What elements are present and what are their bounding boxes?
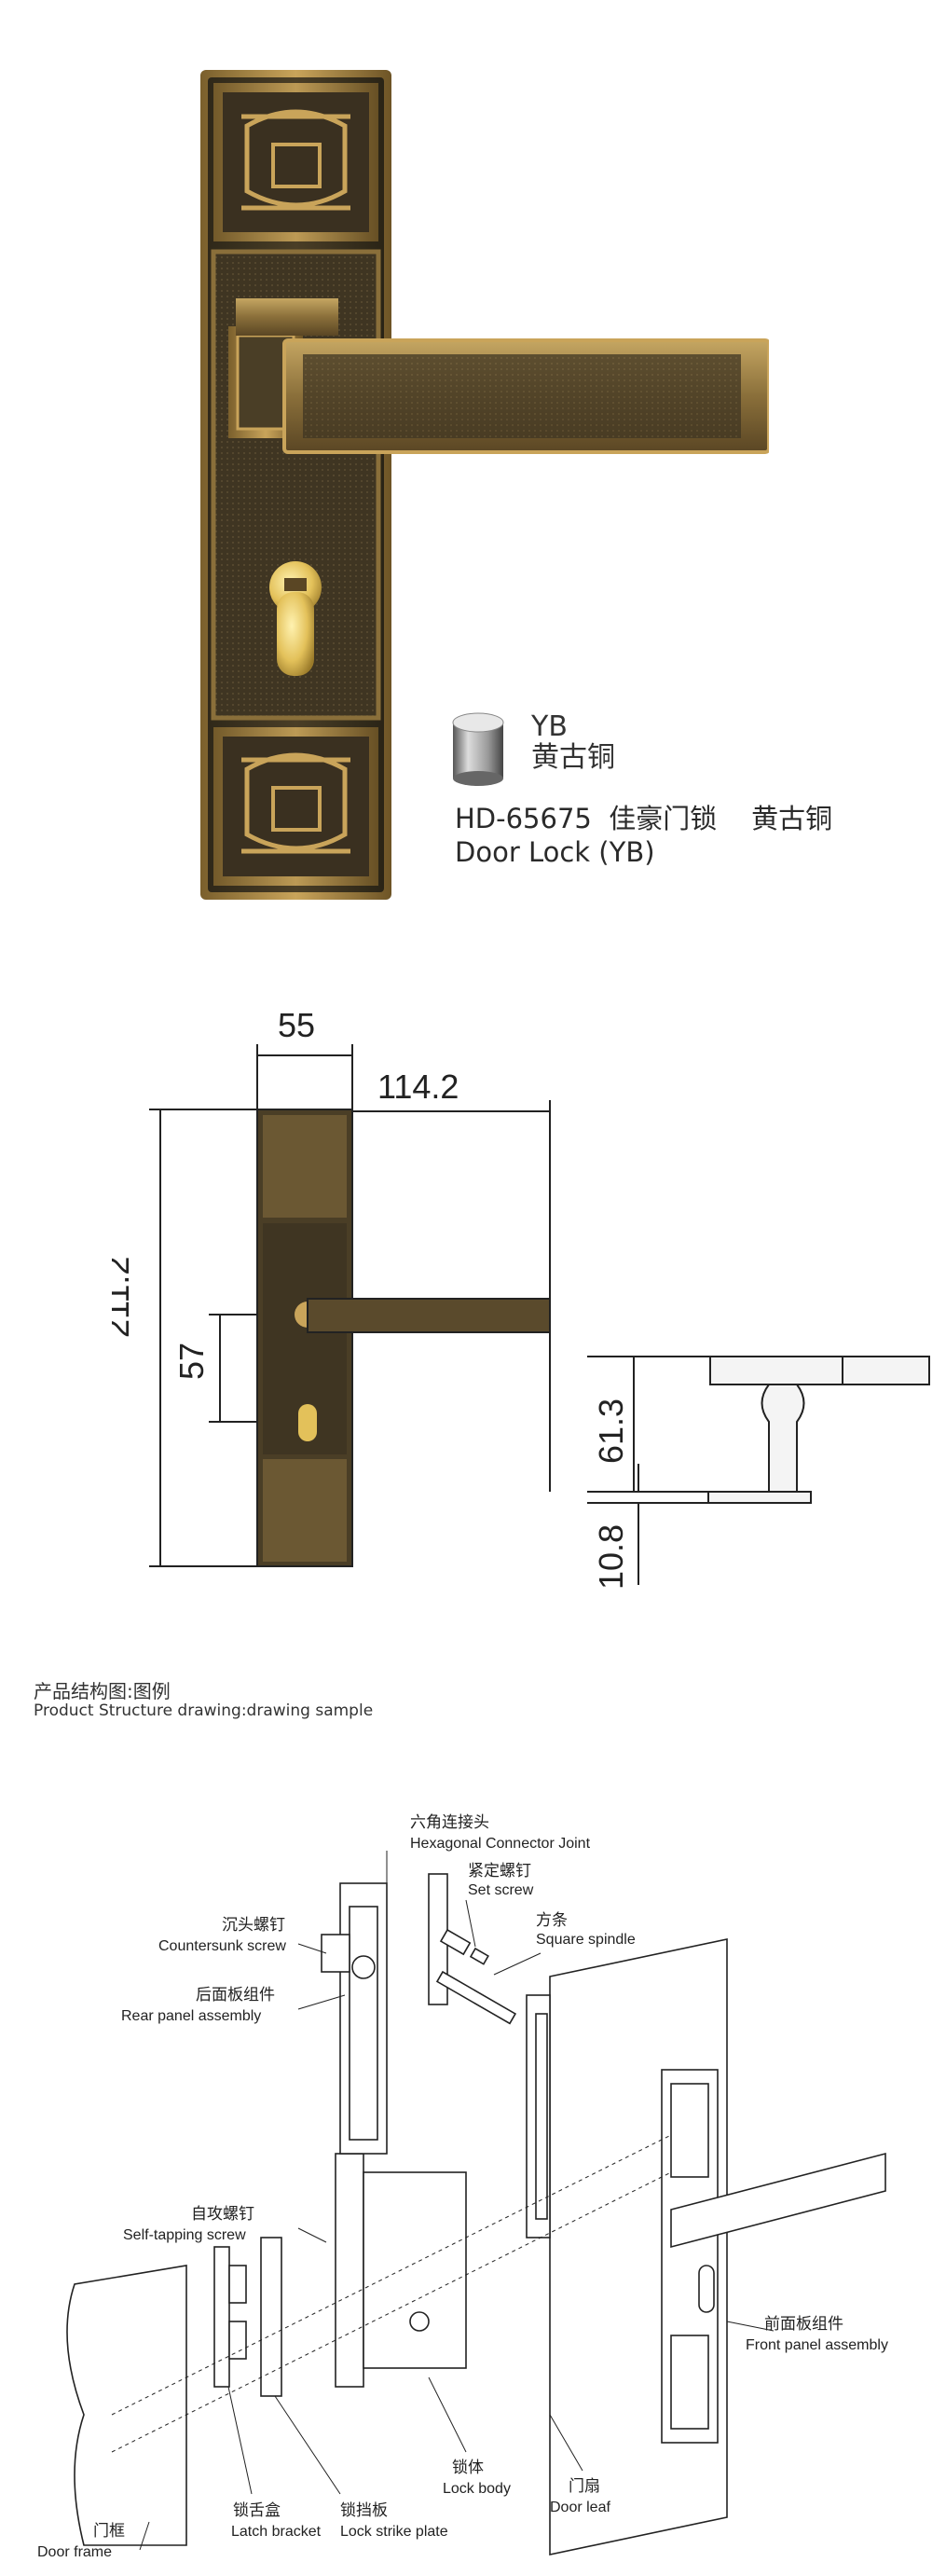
exploded-diagram: 六角连接头 Hexagonal Connector Joint 紧定螺钉 Set… [37,1813,888,2560]
finish-swatch-icon [452,712,504,786]
dim-spindle-to-key: 57 [172,1343,211,1380]
label-door-frame-en: Door frame [37,2544,112,2560]
label-door-leaf-en: Door leaf [550,2500,610,2515]
label-strike-plate-cn: 锁挡板 [340,2501,388,2520]
label-latch-bracket-en: Latch bracket [231,2524,322,2540]
label-front-panel-cn: 前面板组件 [764,2315,843,2334]
label-countersunk-en: Countersunk screw [158,1938,286,1954]
label-door-frame-cn: 门框 [93,2522,125,2541]
label-self-tapping-cn: 自攻螺钉 [191,2205,254,2224]
label-hex-joint-cn: 六角连接头 [410,1813,489,1832]
dim-height: 211.2 [112,1257,136,1338]
label-lock-body-en: Lock body [443,2481,511,2497]
label-countersunk-cn: 沉头螺钉 [222,1916,285,1935]
label-hex-joint-en: Hexagonal Connector Joint [410,1836,591,1852]
finish-code: YB [531,710,568,743]
door-frame-shape [66,2265,187,2546]
product-photo [200,70,769,900]
model-line: HD-65675 佳豪门锁 黄古铜 [455,803,833,834]
dim-rose-thickness: 10.8 [592,1524,630,1590]
finish-name: 黄古铜 [531,741,615,774]
label-latch-bracket-cn: 锁舌盒 [233,2501,281,2520]
dimension-drawing: 55 114.2 211.2 57 61.3 10.8 [112,1007,930,1590]
structure-title-cn: 产品结构图:图例 [34,1680,171,1702]
product-english-name: Door Lock (YB) [455,836,655,868]
label-spindle-en: Square spindle [536,1932,636,1948]
dim-projection: 114.2 [377,1068,459,1106]
label-rear-panel-cn: 后面板组件 [196,1986,275,2004]
label-set-screw-cn: 紧定螺钉 [468,1862,531,1880]
label-spindle-cn: 方条 [536,1911,568,1930]
structure-title-en: Product Structure drawing:drawing sample [34,1701,374,1720]
label-rear-panel-en: Rear panel assembly [121,2008,261,2024]
dim-width: 55 [278,1007,315,1044]
label-lock-body-cn: 锁体 [452,2459,484,2477]
label-set-screw-en: Set screw [468,1882,534,1898]
label-door-leaf-cn: 门扇 [569,2477,600,2496]
label-strike-plate-en: Lock strike plate [340,2524,448,2540]
dim-handle-height: 61.3 [592,1398,630,1464]
label-self-tapping-en: Self-tapping screw [123,2227,246,2243]
label-front-panel-en: Front panel assembly [746,2337,888,2353]
